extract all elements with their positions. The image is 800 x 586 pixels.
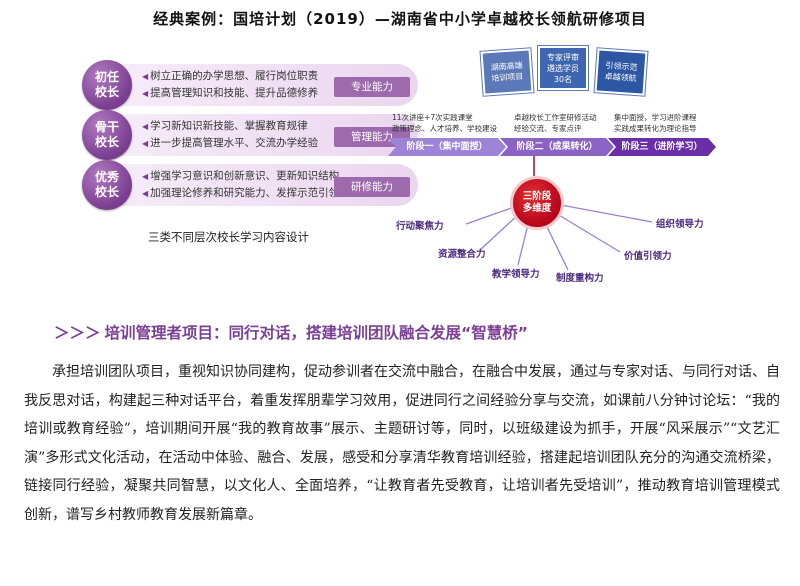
phase-box: 专家评审 遴选学员 30名 — [538, 46, 588, 90]
arrow-icon: ◀ — [142, 72, 149, 81]
level-content: ◀树立正确的办学思想、履行岗位职责 ◀提高管理知识和技能、提升品德修养 — [142, 70, 319, 99]
arrow-icon: ◀ — [142, 122, 149, 131]
arrow-icon: ◀ — [142, 89, 149, 98]
level-backbone: ◀学习新知识新技能、掌握教育规律 ◀进一步提高管理水平、交流办学经验 管理能力 … — [82, 110, 418, 160]
diagram-caption: 三类不同层次校长学习内容设计 — [148, 230, 309, 244]
phase-diagram: 湖南高端 培训项目 专家评审 遴选学员 30名 引领示范 卓越领航 11次讲座+… — [388, 40, 800, 300]
level-content: ◀学习新知识新技能、掌握教育规律 ◀进一步提高管理水平、交流办学经验 — [142, 120, 319, 149]
ability-label: 制度重构力 — [556, 273, 604, 284]
arrow-icon: ◀ — [142, 139, 149, 148]
phase-note: 卓越校长工作室研修活动 经验交流、专家点评 — [514, 113, 597, 133]
arrow-icon: ◀ — [142, 172, 149, 181]
body-paragraph: 承担培训团队项目，重视知识协同建构，促动参训者在交流中融合，在融合中发展，通过与… — [24, 364, 780, 523]
level-excellent: ◀增强学习意识和创新意识、更新知识结构 ◀加强理论修养和研究能力、发挥示范引领 … — [82, 160, 418, 210]
phase-1: 阶段一（集中面授） — [388, 138, 506, 156]
level-badge: 优秀 校长 — [82, 160, 132, 210]
phase-box: 湖南高端 培训项目 — [480, 48, 534, 96]
ability-label: 行动聚焦力 — [396, 221, 444, 232]
section-heading: ＞＞＞培训管理者项目：同行对话，搭建培训团队融合发展“智慧桥” — [54, 324, 528, 342]
arrow-icon: ◀ — [142, 189, 149, 198]
level-tag: 专业能力 — [334, 77, 410, 97]
phase-box: 引领示范 卓越领航 — [594, 48, 648, 96]
ability-label: 组织领导力 — [656, 219, 704, 230]
ability-label: 价值引领力 — [624, 251, 672, 262]
phase-3: 阶段三（进阶学习） — [608, 138, 716, 156]
hub-circle: 三阶段 多维度 — [510, 176, 564, 230]
level-novice: ◀树立正确的办学思想、履行岗位职责 ◀提高管理知识和技能、提升品德修养 专业能力… — [82, 60, 418, 110]
phase-2: 阶段二（成果转化） — [500, 138, 614, 156]
page-title: 经典案例：国培计划（2019）—湖南省中小学卓越校长领航研修项目 — [153, 10, 647, 28]
level-badge: 初任 校长 — [82, 60, 132, 110]
phase-note: 集中面授，学习进阶课程 实践成果转化为理论指导 — [614, 113, 697, 133]
level-tag: 管理能力 — [334, 127, 410, 147]
phase-note: 11次讲座+7次实践课堂 政策理念、人才培养、学校建设 — [392, 113, 497, 133]
level-badge: 骨干 校长 — [82, 110, 132, 160]
ability-label: 教学领导力 — [492, 269, 540, 280]
ability-label: 资源整合力 — [438, 249, 486, 260]
ray-lines — [465, 156, 653, 271]
level-bar: ◀增强学习意识和创新意识、更新知识结构 ◀加强理论修养和研究能力、发挥示范引领 … — [112, 164, 418, 206]
level-bar: ◀树立正确的办学思想、履行岗位职责 ◀提高管理知识和技能、提升品德修养 专业能力 — [112, 64, 418, 106]
level-tag: 研修能力 — [334, 177, 410, 197]
chevron-right-icon: ＞＞＞ — [54, 324, 101, 342]
level-content: ◀增强学习意识和创新意识、更新知识结构 ◀加强理论修养和研究能力、发挥示范引领 — [142, 170, 340, 199]
level-bar: ◀学习新知识新技能、掌握教育规律 ◀进一步提高管理水平、交流办学经验 管理能力 — [112, 114, 418, 156]
